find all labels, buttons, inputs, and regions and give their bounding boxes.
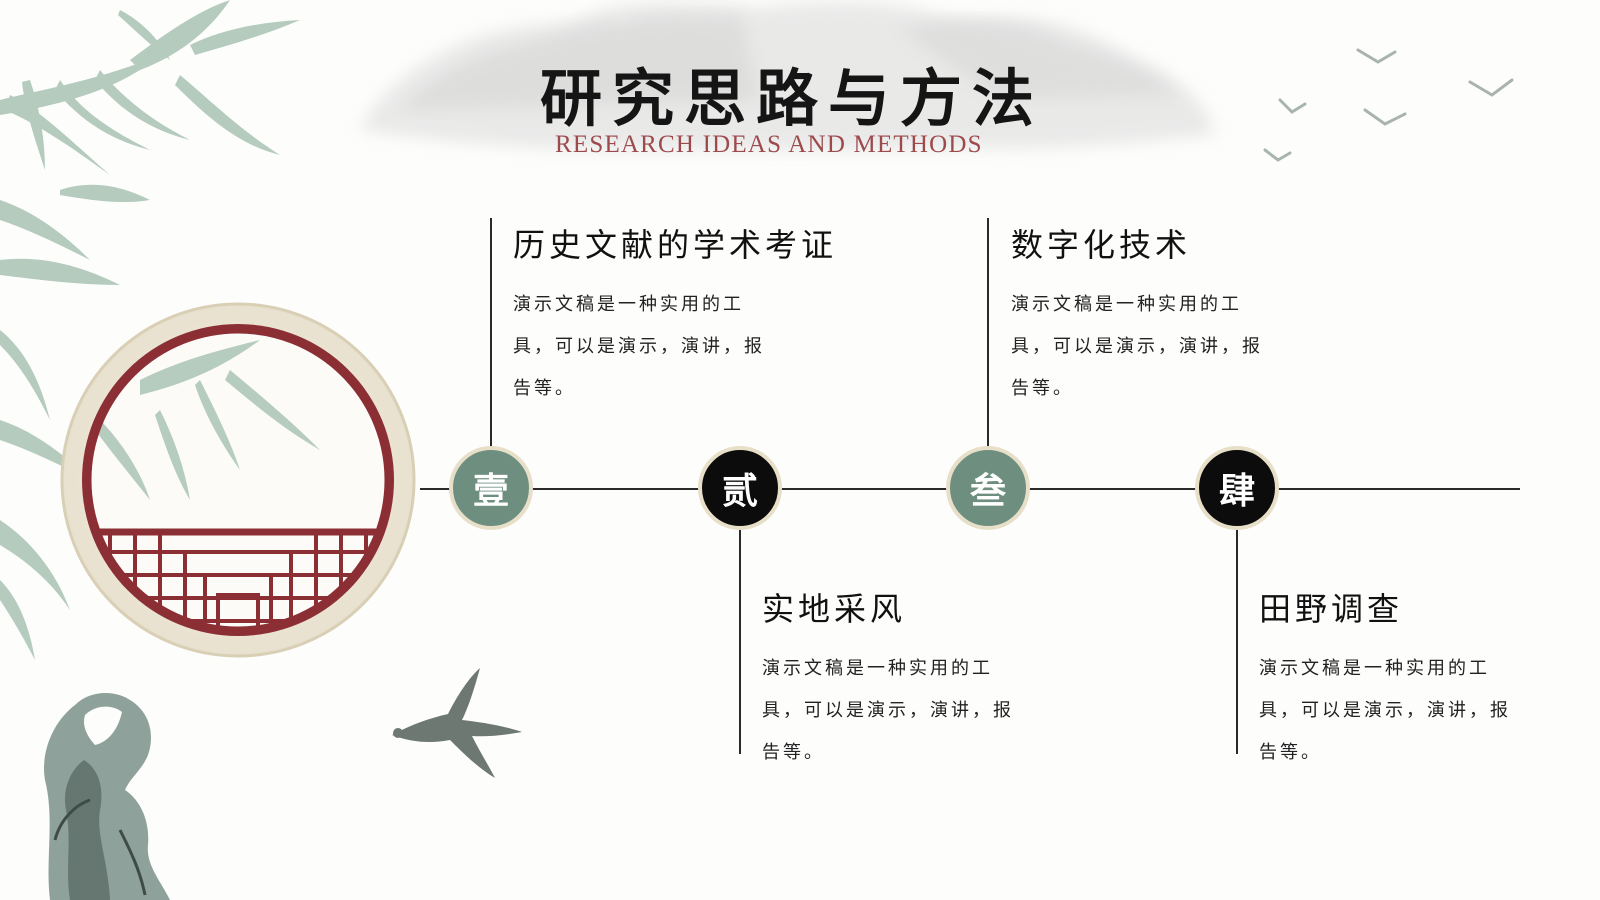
connector-line-3 [987,218,989,488]
step-marker-2: 贰 [698,446,782,530]
connector-line-4 [1236,488,1238,754]
method-desc-4: 演示文稿是一种实用的工具，可以是演示，演讲，报告等。 [1259,658,1511,763]
method-item-4: 田野调查 演示文稿是一种实用的工具，可以是演示，演讲，报告等。 [1259,584,1519,774]
page-title: 研究思路与方法 [540,62,1045,135]
method-item-3: 数字化技术 演示文稿是一种实用的工具，可以是演示，演讲，报告等。 [1011,220,1271,410]
method-desc-2: 演示文稿是一种实用的工具，可以是演示，演讲，报告等。 [762,658,1014,763]
step-marker-1: 壹 [449,446,533,530]
method-item-1: 历史文献的学术考证 演示文稿是一种实用的工具，可以是演示，演讲，报告等。 [513,220,837,410]
method-title-2: 实地采风 [762,590,907,628]
method-item-2: 实地采风 演示文稿是一种实用的工具，可以是演示，演讲，报告等。 [762,584,1022,774]
connector-line-1 [490,218,492,488]
method-desc-1: 演示文稿是一种实用的工具，可以是演示，演讲，报告等。 [513,294,765,399]
connector-line-2 [739,488,741,754]
method-desc-3: 演示文稿是一种实用的工具，可以是演示，演讲，报告等。 [1011,294,1263,399]
step-marker-4: 肆 [1195,446,1279,530]
method-title-3: 数字化技术 [1011,226,1192,264]
step-marker-3: 叁 [946,446,1030,530]
page-subtitle: RESEARCH IDEAS AND METHODS [555,131,983,158]
method-title-1: 历史文献的学术考证 [513,226,838,264]
method-title-4: 田野调查 [1259,590,1404,628]
